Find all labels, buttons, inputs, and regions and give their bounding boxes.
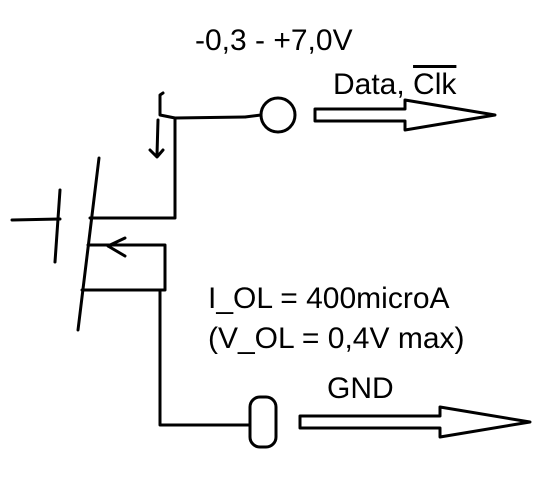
gate-plate xyxy=(53,188,62,264)
data-label: Data, xyxy=(333,68,414,101)
pin-lead xyxy=(243,113,263,119)
clk-label: Clk xyxy=(413,68,457,101)
gnd-label: GND xyxy=(327,372,394,405)
gnd-arrow xyxy=(298,405,532,439)
pin-circle xyxy=(259,96,297,134)
data-clk-label: Data, Clk xyxy=(333,70,456,100)
gate-lead xyxy=(10,217,62,222)
drain-arrow xyxy=(148,118,165,159)
gnd-terminal xyxy=(248,395,278,449)
channel-arrow xyxy=(106,236,127,258)
vol-label: (V_OL = 0,4V max) xyxy=(208,322,465,355)
data-clk-arrow xyxy=(313,98,497,132)
source-wire xyxy=(80,243,252,427)
iol-label: I_OL = 400microA xyxy=(208,282,450,315)
voltage-range-label: -0,3 - +7,0V xyxy=(195,24,353,57)
drain-wire xyxy=(88,91,247,220)
